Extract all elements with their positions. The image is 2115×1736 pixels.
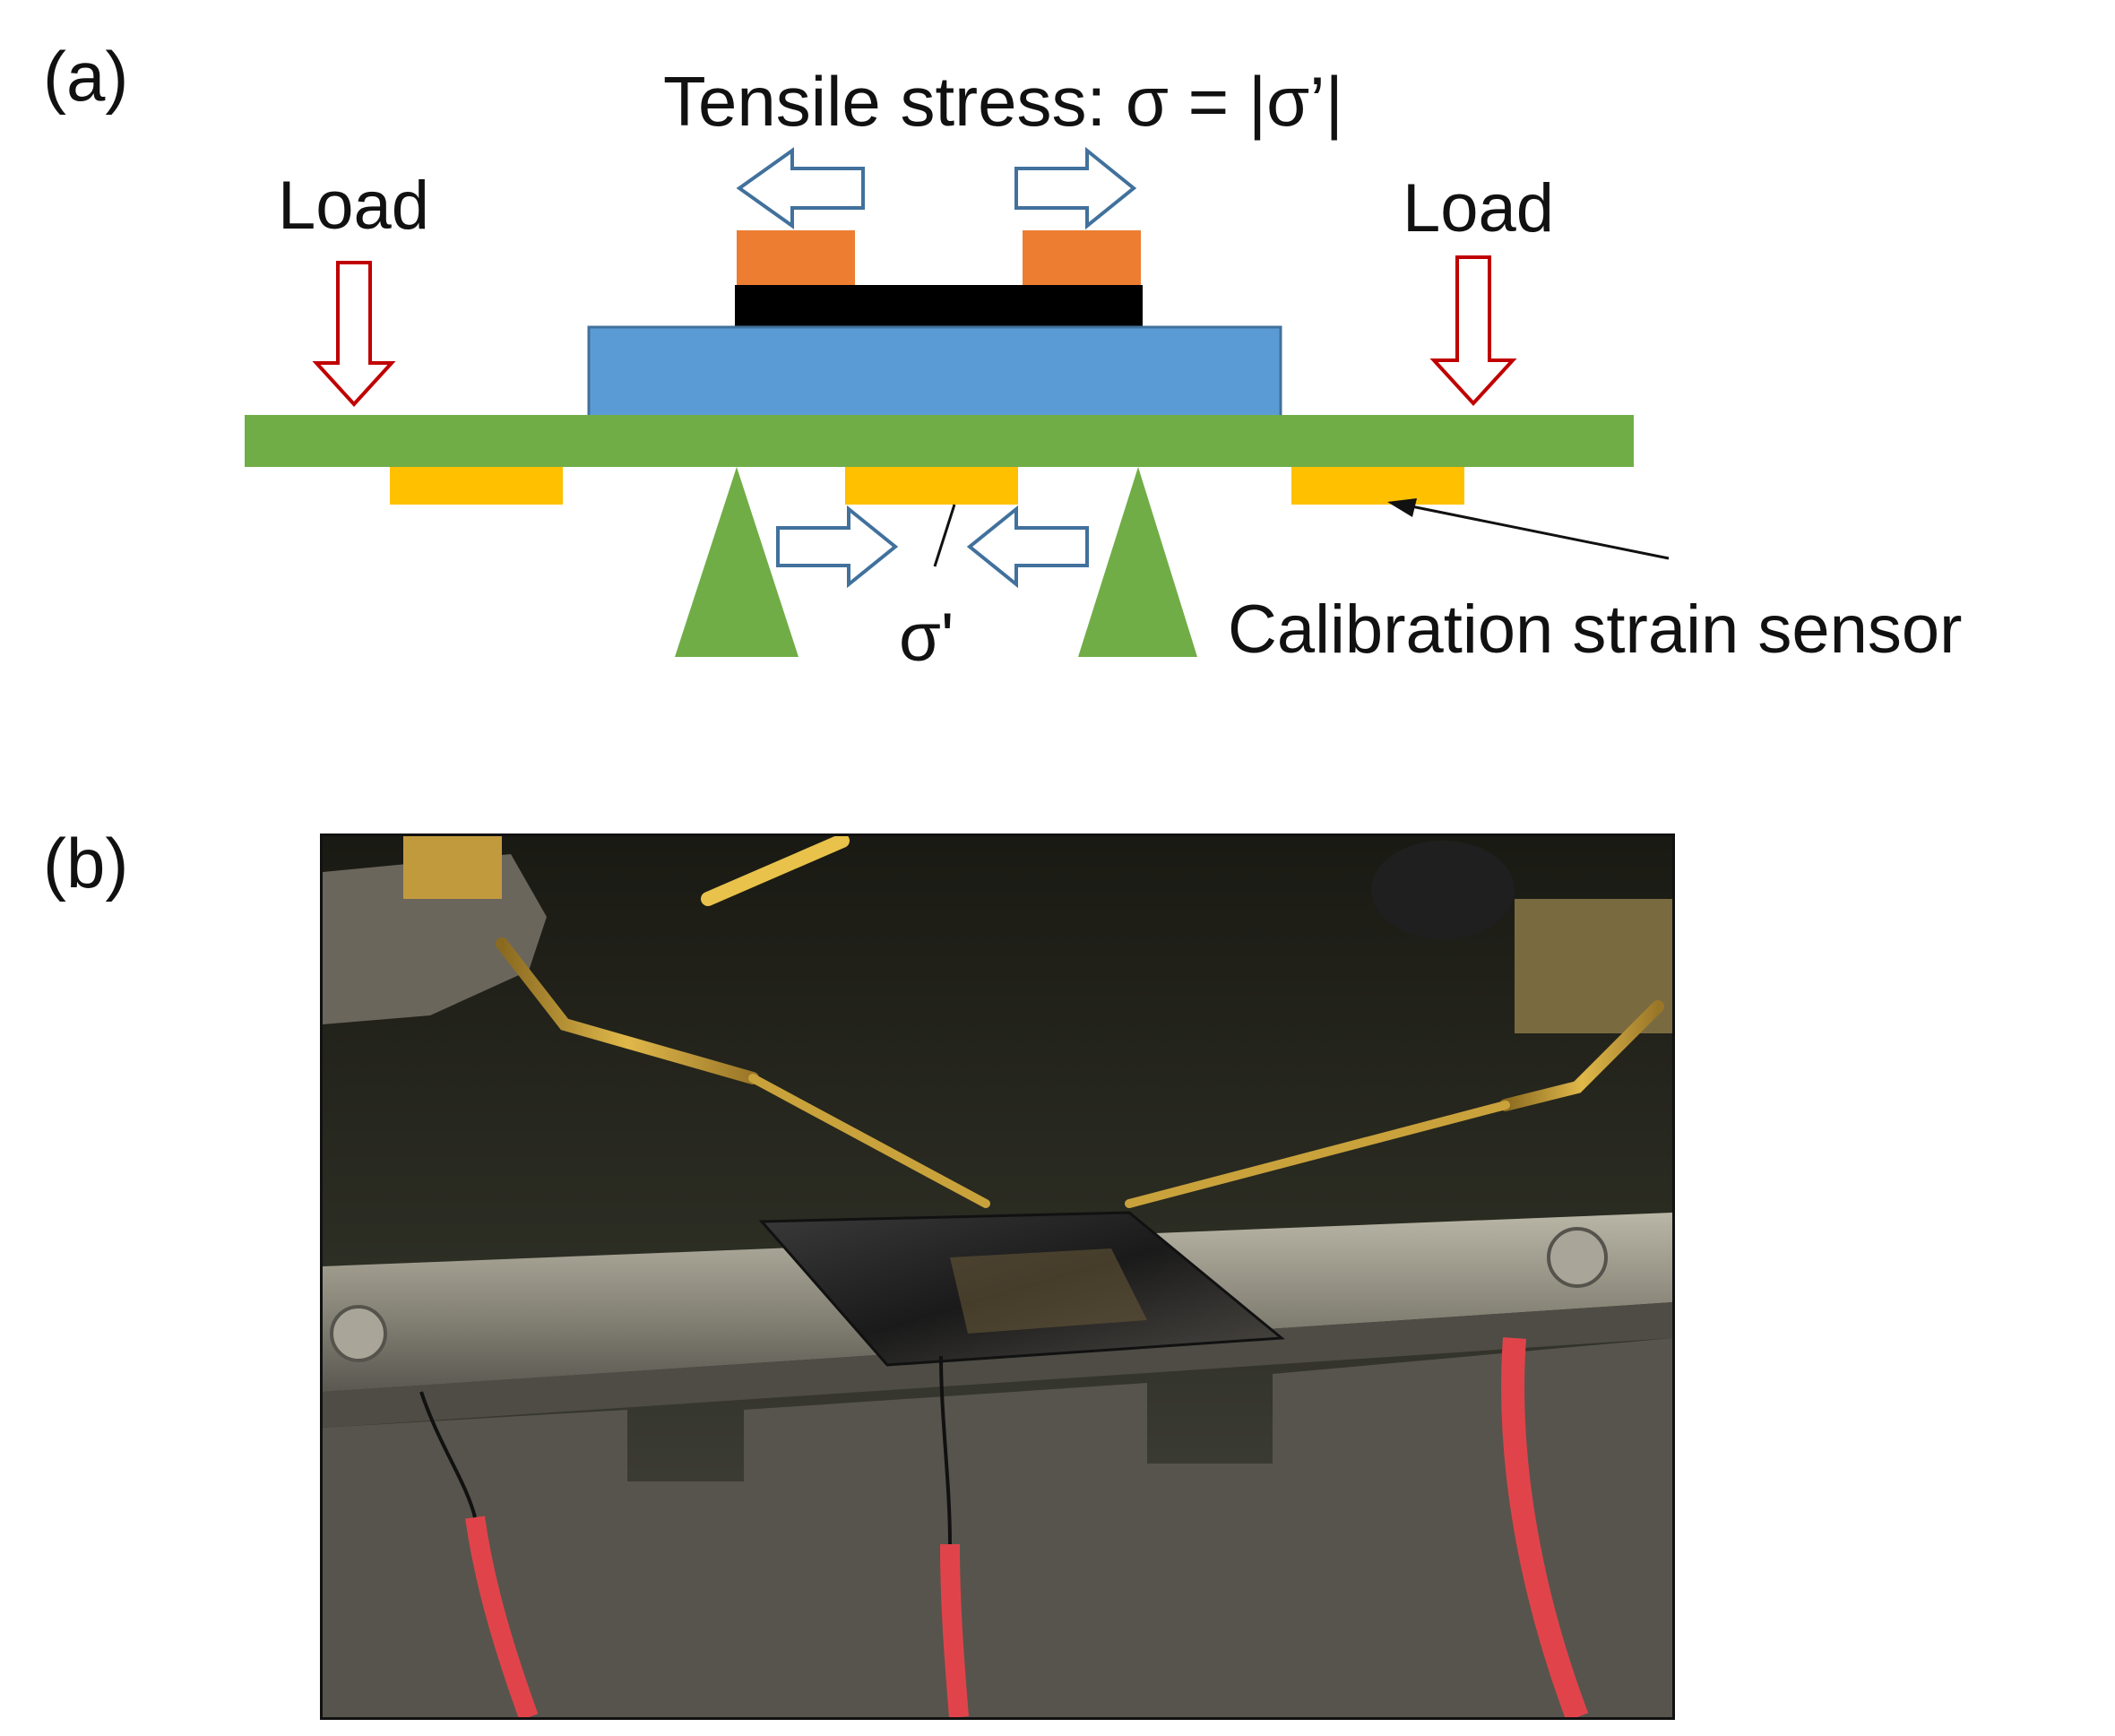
screw-left xyxy=(330,1305,387,1362)
panel-b-label: (b) xyxy=(43,824,129,903)
probe-nut-left xyxy=(403,836,502,899)
load-arrow-left xyxy=(312,261,396,407)
red-wire-right xyxy=(1501,1337,1589,1717)
beam xyxy=(245,415,1634,467)
strain-sensor-left xyxy=(390,467,563,505)
compressive-arrow-left xyxy=(776,505,899,589)
electrode-right xyxy=(1023,230,1141,287)
load-label-right: Load xyxy=(1403,170,1554,246)
load-label-left: Load xyxy=(278,168,429,244)
probe-needle-left xyxy=(496,937,759,1084)
red-wire-left xyxy=(465,1516,539,1717)
tensile-stress-title: Tensile stress: σ = |σ’| xyxy=(663,62,1343,141)
tensile-arrow-right xyxy=(1014,146,1137,230)
strain-sensor-right xyxy=(1291,467,1464,505)
sensor-leader-arrowhead xyxy=(1387,498,1417,517)
probe-knob-right xyxy=(1371,841,1515,939)
substrate xyxy=(587,325,1282,419)
background-rod xyxy=(701,836,850,906)
thin-film xyxy=(735,285,1143,330)
load-arrow-right xyxy=(1429,255,1517,406)
tensile-arrow-left xyxy=(736,147,865,229)
sigma-prime-leader xyxy=(933,504,956,567)
photo-notched-support xyxy=(323,1338,1672,1717)
sensor-leader-line xyxy=(1411,505,1670,560)
sigma-prime-label: σ' xyxy=(899,600,954,676)
bending-test-diagram: Tensile stress: σ = |σ’| Load Load σ' Ca… xyxy=(245,62,1963,676)
probe-needle-right xyxy=(1499,1000,1664,1111)
panel-a-label: (a) xyxy=(43,37,129,116)
support-left xyxy=(675,467,799,657)
photo-beam-front xyxy=(323,1302,1672,1428)
lead-wire-left xyxy=(419,1391,477,1518)
compressive-arrow-right xyxy=(966,505,1089,589)
red-wire-center xyxy=(940,1543,969,1717)
electrode-left xyxy=(737,230,855,287)
screw-right xyxy=(1547,1227,1608,1288)
strain-sensor-center xyxy=(845,467,1018,505)
support-right xyxy=(1078,467,1197,657)
calibration-sensor-label: Calibration strain sensor xyxy=(1228,592,1963,668)
experimental-setup-photo xyxy=(320,833,1675,1720)
photo-electrode-array xyxy=(950,1248,1147,1334)
probe-tip-left xyxy=(748,1074,990,1208)
lead-wire-center xyxy=(939,1355,952,1545)
probe-tip-right xyxy=(1125,1101,1510,1208)
